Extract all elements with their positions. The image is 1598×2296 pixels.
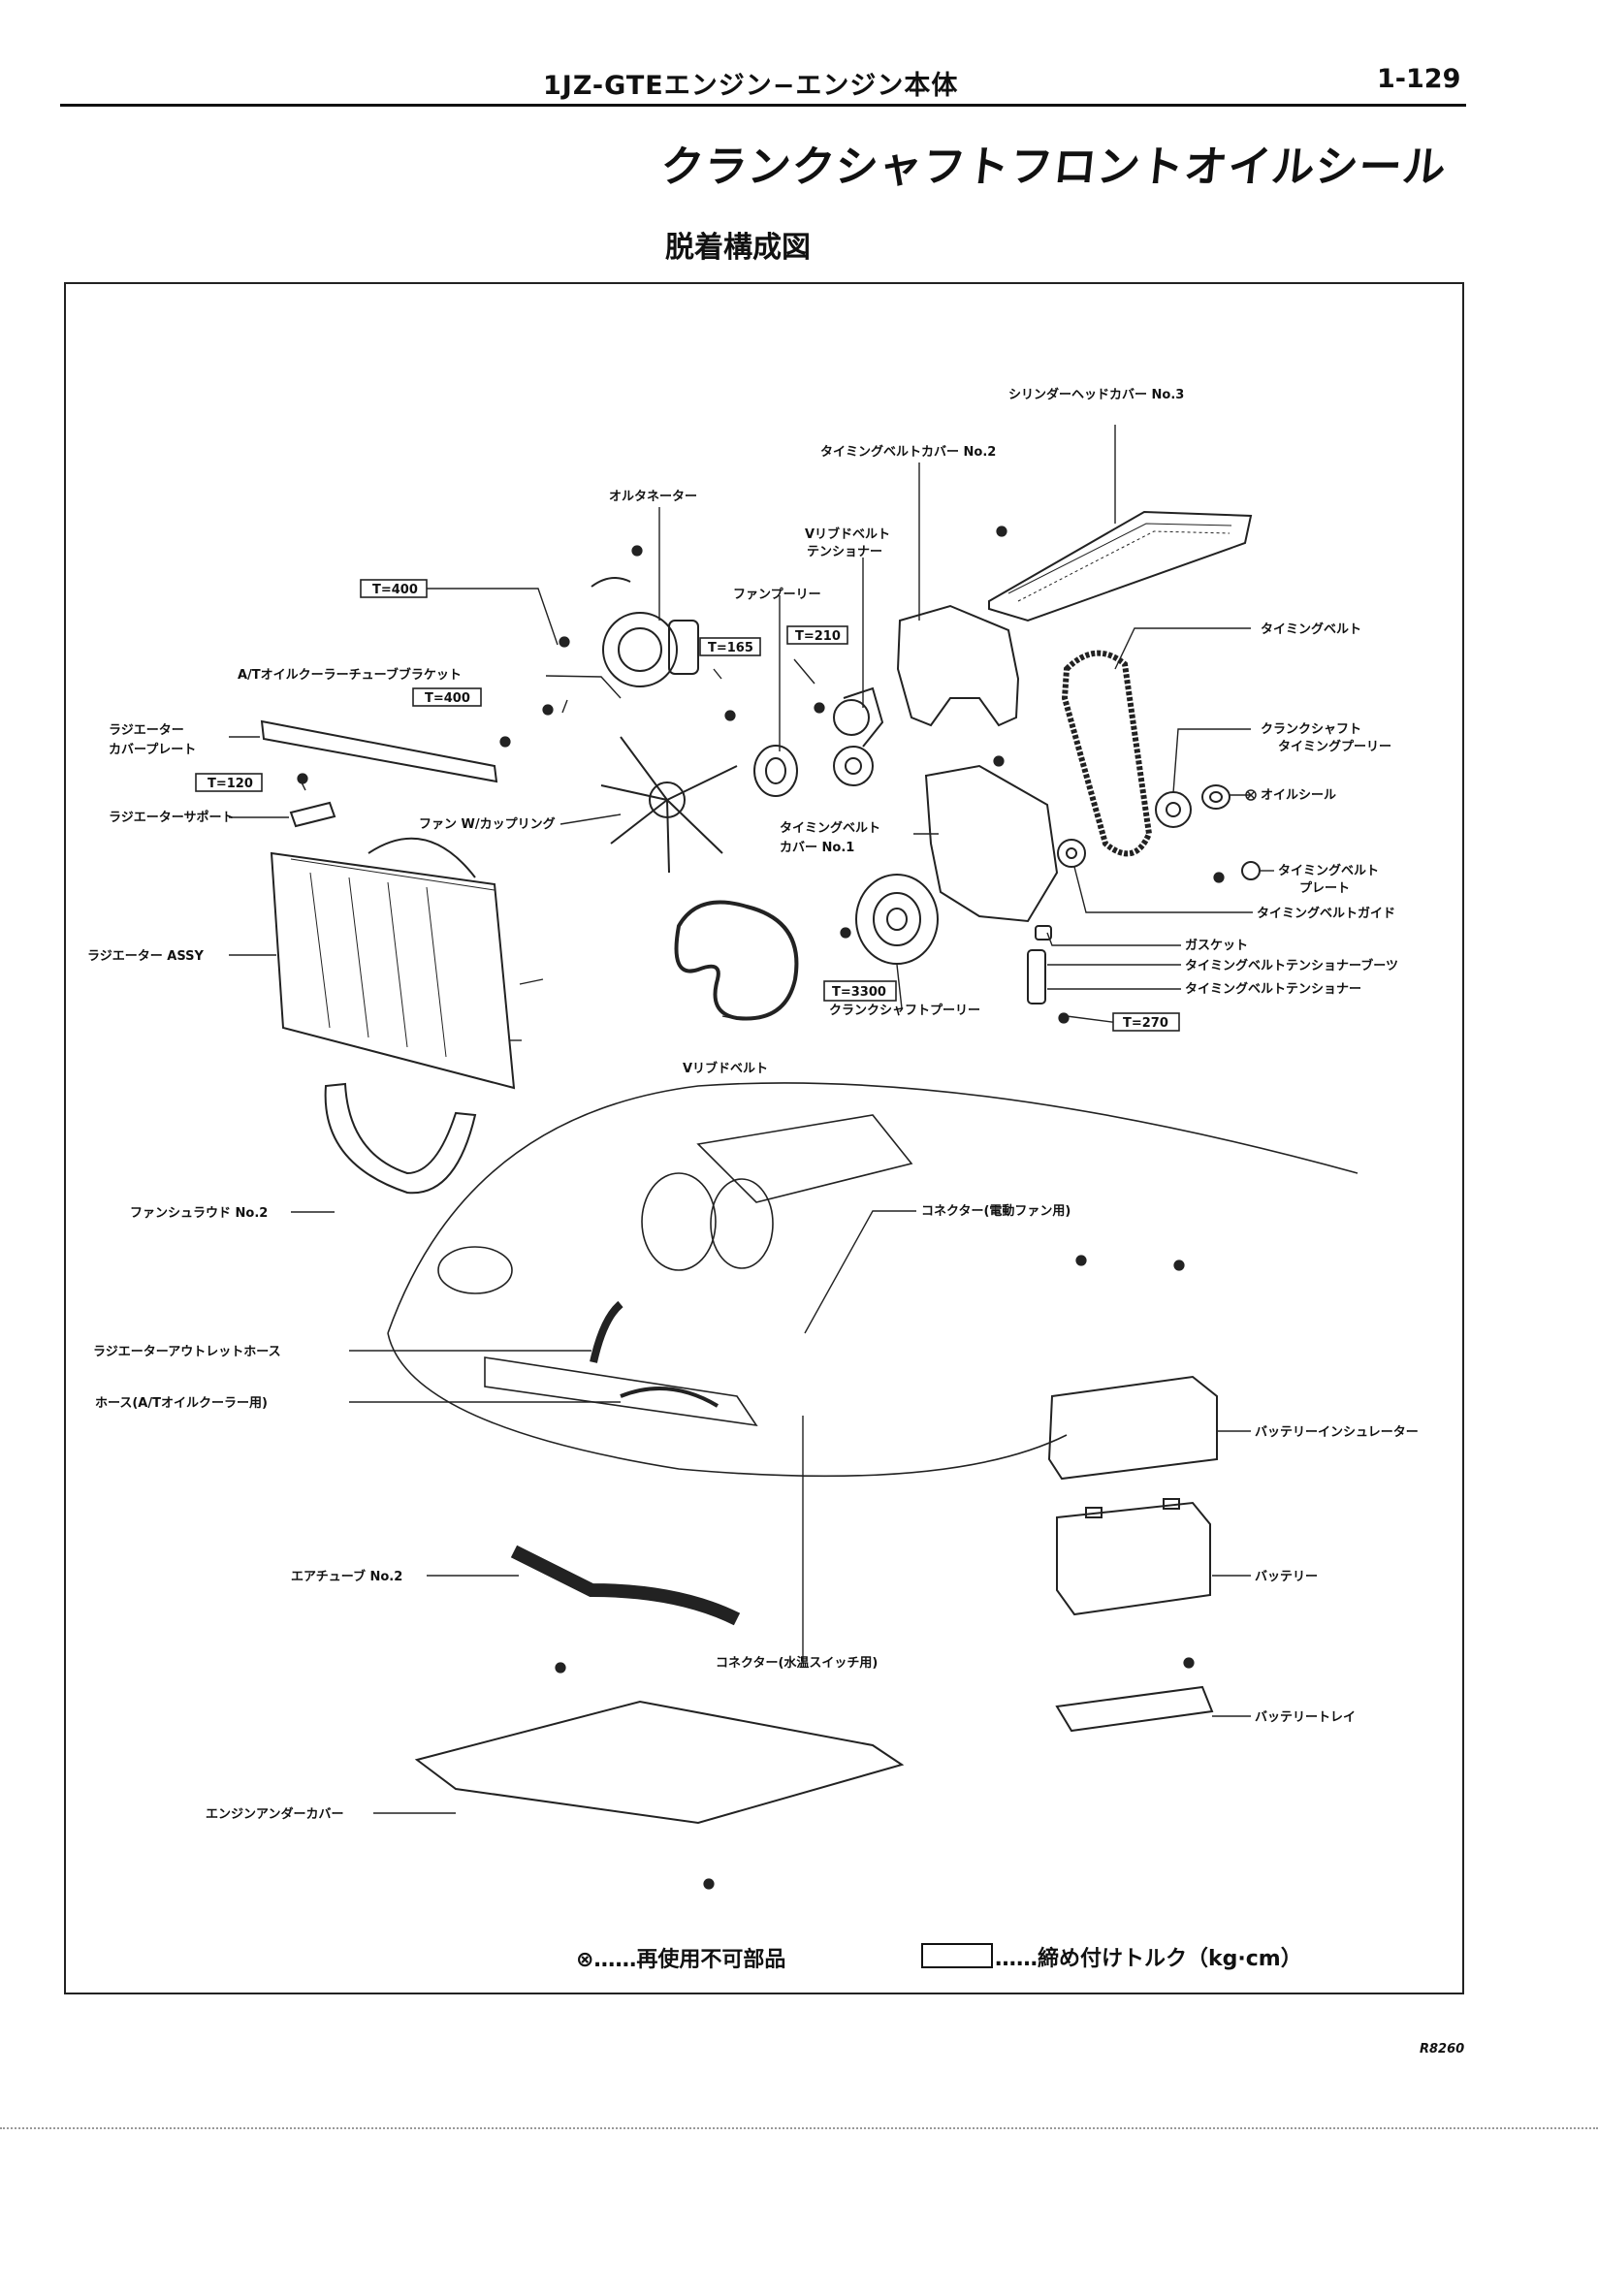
torque-t3300: T=3300: [832, 985, 886, 1000]
torque-t210: T=210: [795, 629, 841, 644]
label-timing-belt-cover-1-a: タイミングベルト: [780, 820, 880, 836]
at-oil-cooler-hose-drawing: [620, 1387, 719, 1408]
label-fan-shroud: ファンシュラウド No.2: [130, 1206, 268, 1221]
tensioner-boot-drawing: [1035, 925, 1052, 941]
label-alternator: オルタネーター: [609, 490, 697, 504]
label-tensioner: タイミングベルトテンショナー: [1185, 981, 1361, 997]
torque-t120: T=120: [208, 777, 253, 791]
timing-belt-guide-drawing: [1057, 839, 1086, 868]
torque-t400-bracket: T=400: [425, 691, 470, 706]
label-timing-belt-plate-2: プレート: [1299, 881, 1350, 896]
diagram-frame: [64, 282, 1464, 1994]
label-v-ribbed-tensioner-1: Vリブドベルト: [805, 526, 890, 542]
timing-belt-cover-1-drawing: [924, 764, 1059, 923]
label-crank-timing-pulley-1: クランクシャフト: [1261, 722, 1361, 737]
fan-shroud-drawing: [324, 1082, 477, 1195]
label-v-ribbed-belt: Vリブドベルト: [683, 1061, 768, 1076]
label-timing-belt-plate-1: タイミングベルト: [1278, 863, 1379, 878]
label-at-hose: ホース(A/Tオイルクーラー用): [95, 1396, 268, 1411]
crankshaft-timing-pulley-drawing: [1155, 791, 1192, 828]
label-timing-belt-cover-1-b: カバー No.1: [780, 841, 854, 855]
battery-drawing: [1056, 1498, 1211, 1616]
label-battery: バッテリー: [1255, 1570, 1318, 1584]
torque-t165: T=165: [708, 641, 753, 655]
battery-insulator-drawing: [1047, 1375, 1218, 1481]
label-radiator-support: ラジエーターサポート: [109, 810, 234, 825]
radiator-assy-drawing: [270, 837, 516, 1090]
label-crankshaft-pulley: クランクシャフトプーリー: [829, 1004, 980, 1018]
label-air-tube: エアチューブ No.2: [291, 1569, 402, 1584]
label-radiator-cover-2: カバープレート: [109, 743, 196, 757]
label-timing-belt-cover-2: タイミングベルトカバー No.2: [820, 444, 996, 460]
non-reusable-mark: [1245, 789, 1257, 801]
label-gasket: ガスケット: [1185, 939, 1248, 953]
timing-belt-cover-2-drawing: [896, 604, 1020, 727]
label-battery-insulator: バッテリーインシュレーター: [1255, 1425, 1419, 1440]
label-connector-water: コネクター(水温スイッチ用): [716, 1655, 878, 1671]
battery-tray-drawing: [1055, 1685, 1214, 1733]
fan-coupling-drawing: [600, 736, 738, 874]
legend-torque: ……締め付けトルク（kg·cm）: [995, 1947, 1302, 1971]
label-connector-fan: コネクター(電動ファン用): [921, 1203, 1071, 1219]
crankshaft-pulley-drawing: [855, 874, 939, 965]
oil-seal-drawing: [1201, 784, 1230, 810]
timing-belt-tensioner-drawing: [1027, 949, 1046, 1004]
alternator-drawing: [591, 577, 699, 687]
vehicle-body-outline-drawing: [387, 1082, 1358, 1478]
torque-t400-alternator: T=400: [372, 583, 418, 597]
air-tube-drawing: [510, 1545, 741, 1626]
label-fan-coupling: ファン W/カップリング: [419, 816, 556, 832]
label-timing-belt-guide: タイミングベルトガイド: [1257, 906, 1395, 921]
label-tensioner-boot: タイミングベルトテンショナーブーツ: [1185, 958, 1398, 973]
timing-belt-drawing: [1061, 650, 1153, 857]
radiator-cover-plate-drawing: [260, 719, 498, 783]
label-battery-tray: バッテリートレイ: [1255, 1710, 1356, 1725]
label-v-ribbed-tensioner-2: テンショナー: [807, 545, 882, 559]
label-fan-pulley: ファンプーリー: [733, 588, 821, 602]
v-ribbed-belt-tensioner-drawing: [833, 686, 884, 786]
radiator-outlet-hose-drawing: [590, 1300, 623, 1363]
label-radiator-outlet-hose: ラジエーターアウトレットホース: [93, 1345, 281, 1359]
header-rule: [60, 104, 1466, 107]
timing-belt-plate-drawing: [1241, 861, 1261, 880]
cylinder-head-cover-drawing: [988, 510, 1253, 622]
figure-reference-code: R8260: [1420, 2042, 1465, 2057]
radiator-support-drawing: [289, 801, 336, 828]
label-radiator-cover-1: ラジエーター: [109, 723, 184, 738]
label-engine-under-cover: エンジンアンダーカバー: [206, 1806, 343, 1822]
label-radiator-assy: ラジエーター ASSY: [87, 949, 204, 964]
label-timing-belt: タイミングベルト: [1261, 622, 1361, 637]
header-title: 1JZ-GTEエンジン−エンジン本体: [543, 71, 959, 101]
legend-torque-box: [921, 1943, 993, 1968]
label-crank-timing-pulley-2: タイミングプーリー: [1278, 739, 1391, 754]
legend-non-reusable: ⊗……再使用不可部品: [576, 1948, 786, 1972]
fan-pulley-drawing: [753, 745, 798, 797]
v-ribbed-belt-drawing: [674, 900, 799, 1021]
engine-under-cover-drawing: [414, 1700, 905, 1825]
section-title: 脱着構成図: [665, 231, 811, 265]
label-cylinder-head-cover: シリンダーヘッドカバー No.3: [1008, 387, 1184, 402]
label-oil-seal: オイルシール: [1261, 788, 1336, 803]
torque-t270: T=270: [1123, 1016, 1168, 1031]
page-number: 1-129: [1377, 64, 1461, 94]
label-at-oil-cooler-bracket: A/Tオイルクーラーチューブブラケット: [238, 667, 462, 683]
page-bottom-dotted-line: [0, 2127, 1598, 2129]
